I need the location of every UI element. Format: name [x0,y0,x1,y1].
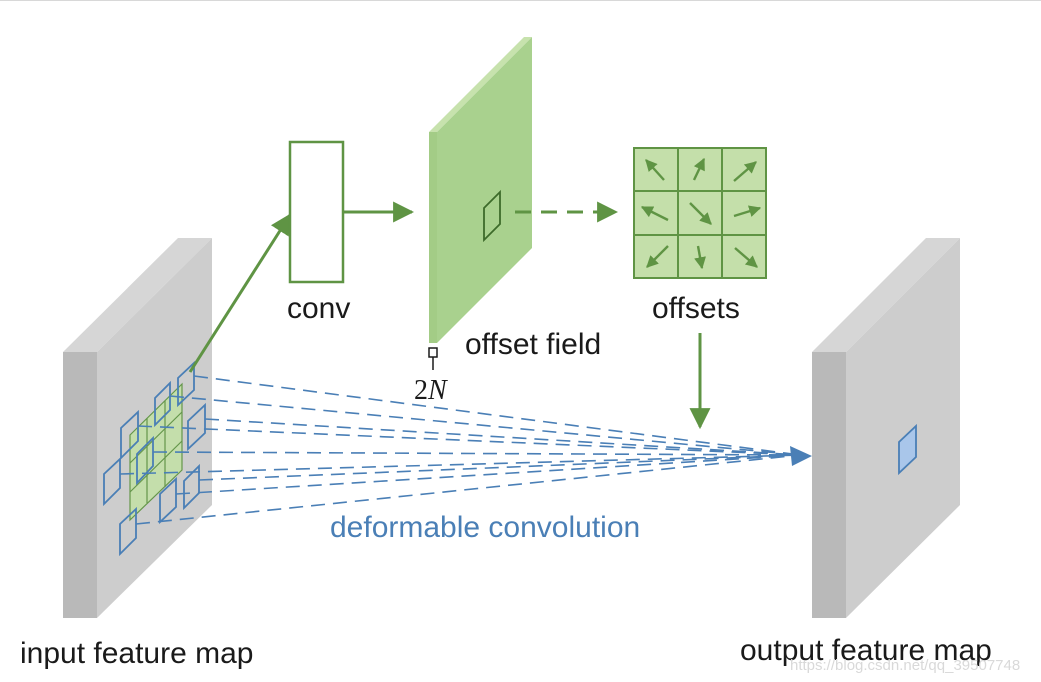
output-feature-map [812,238,960,618]
arrow-left-icon [640,205,669,222]
arrow-up-right-icon [733,161,757,182]
offset-field-plate [429,37,532,343]
arrow-down-right-icon [734,247,758,268]
deformable-convolution-lines [119,375,801,525]
arrow-up-left-icon [645,159,665,181]
offsets-label: offsets [652,292,740,325]
input-feature-map-label: input feature map [20,637,253,670]
offset-field-label: offset field [465,328,601,361]
arrow-right-icon [733,205,762,218]
conv-box [288,140,345,284]
arrow-down-left-icon [646,245,669,268]
two-n-bracket [428,347,438,370]
two-n-label: 2N [414,375,448,406]
output-feature-map-label: output feature map [740,634,992,667]
arrow-up-right-icon [692,157,706,181]
conv-label: conv [287,292,350,325]
offset-arrows [640,157,762,270]
arrow-down-right-icon [689,202,712,225]
arrow-down-icon [694,245,706,270]
deformable-convolution-label: deformable convolution [330,511,640,544]
watermark: https://blog.csdn.net/qq_39507748 [790,657,1020,674]
output-cell [898,423,917,476]
deformable-arrowhead [790,446,812,466]
arrow-input-to-conv [188,213,292,373]
